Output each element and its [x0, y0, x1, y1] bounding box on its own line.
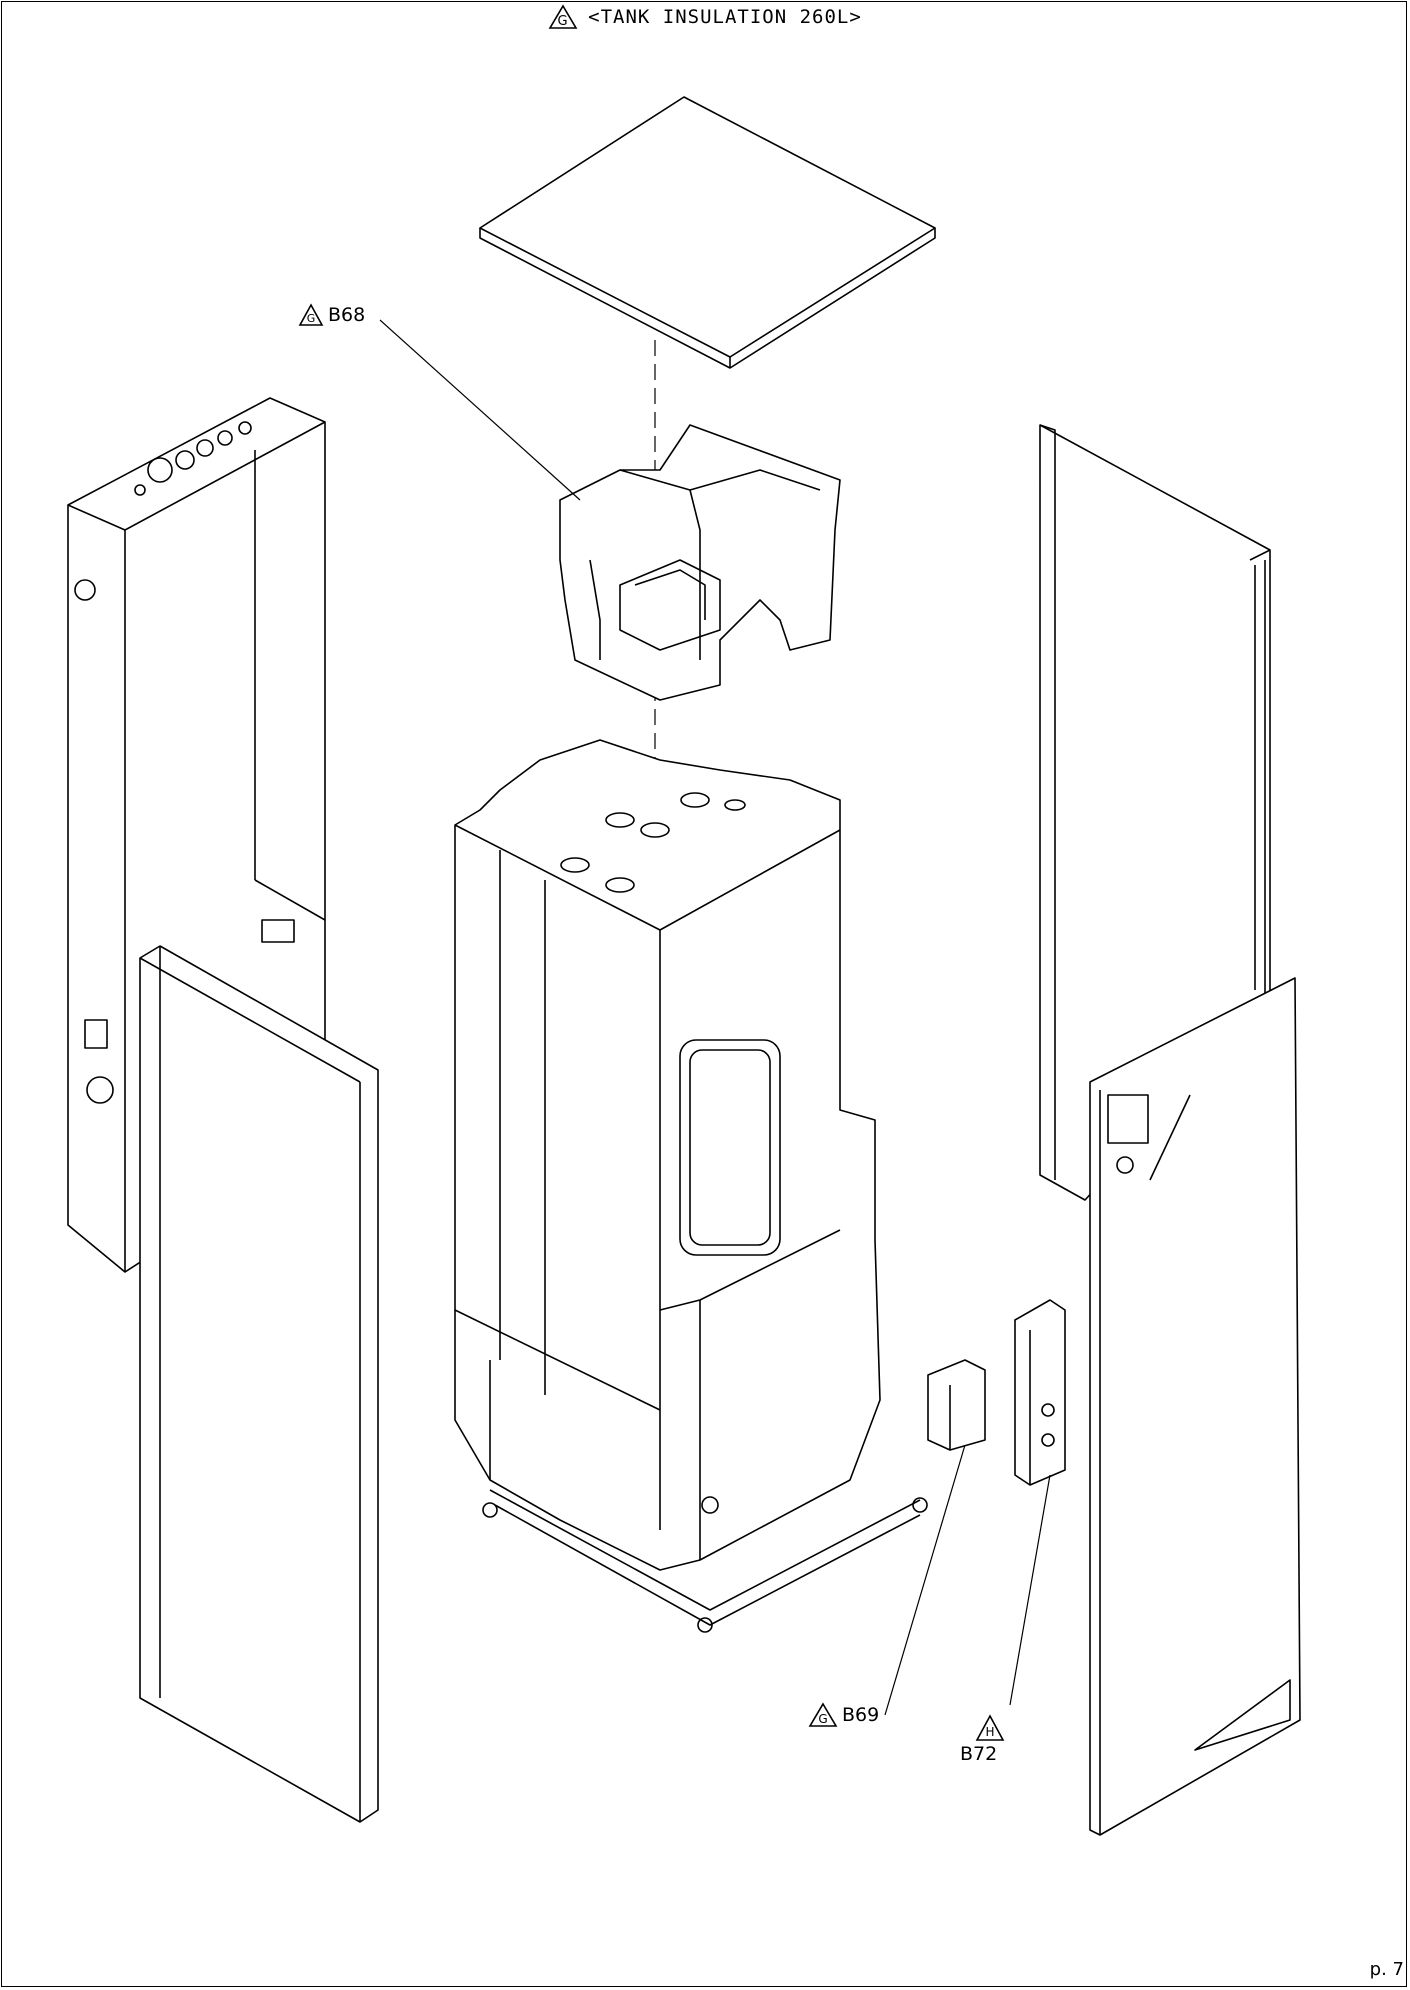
- right-front-panel: [1089, 977, 1301, 1836]
- svg-text:G: G: [558, 14, 569, 29]
- revision-triangle-icon: G: [298, 303, 324, 326]
- revision-triangle-icon: G: [808, 1702, 838, 1727]
- small-insulation-b69: [927, 1359, 986, 1451]
- svg-text:H: H: [985, 1725, 994, 1739]
- left-front-panel: [139, 945, 379, 1823]
- svg-text:G: G: [307, 312, 316, 325]
- callout-label: B68: [328, 304, 366, 326]
- callout-b68: G B68: [298, 303, 365, 327]
- diagram-title: <TANK INSULATION 260L>: [588, 6, 862, 28]
- top-lid-panel: [479, 96, 936, 369]
- callout-b72: H B72: [957, 1711, 1037, 1773]
- revision-triangle-icon: G: [548, 4, 578, 29]
- callout-b69: G B69: [808, 1702, 879, 1728]
- diagram-header: G <TANK INSULATION 260L>: [0, 2, 1410, 32]
- callout-label: B72: [960, 1743, 998, 1765]
- svg-text:G: G: [818, 1712, 827, 1726]
- small-insulation-b72: [1014, 1299, 1066, 1486]
- upper-insulation-block: [559, 424, 841, 701]
- revision-triangle-icon: H: [975, 1714, 1005, 1741]
- right-rear-panel: [1039, 424, 1271, 1201]
- page-number: p. 7: [1369, 1959, 1404, 1980]
- callout-label: B69: [842, 1704, 880, 1726]
- main-tank-unit: [454, 739, 928, 1633]
- leader-lines: [379, 319, 1051, 1716]
